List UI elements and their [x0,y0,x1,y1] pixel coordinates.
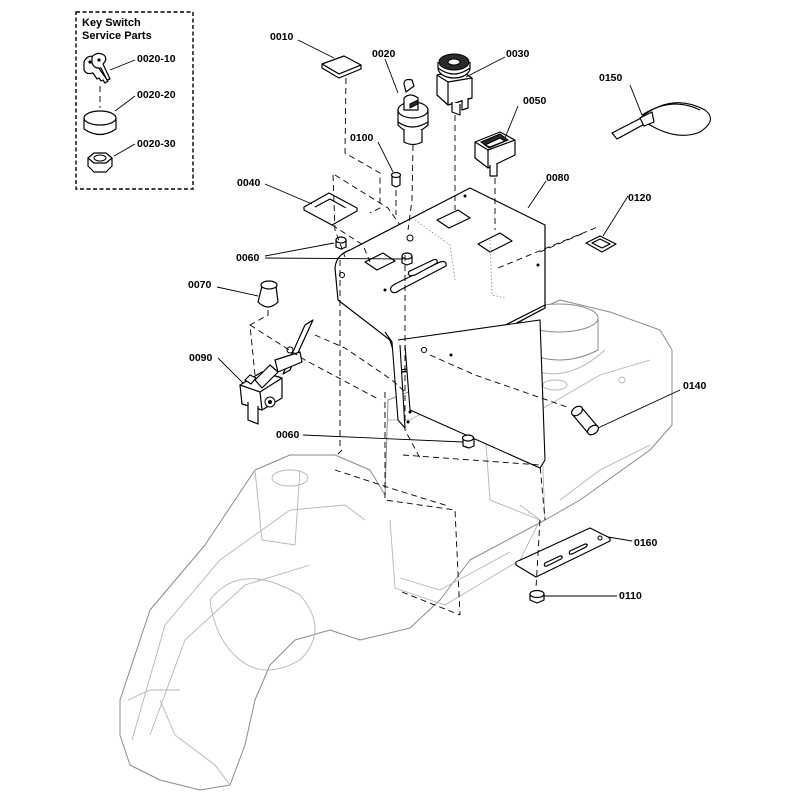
inset-title-line1: Key Switch [82,17,141,29]
keys-icon [83,52,111,84]
callout-0020: 0020 [372,48,396,60]
leader-lines [216,39,681,597]
callout-0060-upper: 0060 [236,252,260,264]
cover-plate-0010 [321,55,362,79]
callout-0120: 0120 [628,192,652,204]
bulb-0140 [570,405,600,436]
ignition-switch-0030 [436,53,473,116]
bracket-0160 [515,527,611,578]
callout-0080: 0080 [546,172,570,184]
callout-0070: 0070 [188,279,212,291]
callout-0100: 0100 [350,132,374,144]
callout-0040: 0040 [237,177,261,189]
nut-0110 [529,589,545,604]
callout-0160: 0160 [634,537,658,549]
callout-0110: 0110 [619,590,642,602]
key-switch-inset: Key Switch Service Parts 0020-10 0020-20… [75,11,194,190]
inset-label-0020-10: 0020-10 [137,53,176,65]
hex-nut-icon [87,152,113,173]
callout-0150: 0150 [599,72,623,84]
callout-0050: 0050 [523,95,547,107]
knob-0070 [257,280,279,308]
rocker-switch-0050 [474,131,516,177]
key-cap-icon [83,110,117,136]
callout-0140: 0140 [683,380,707,392]
callout-0060-lower: 0060 [276,429,300,441]
screw-0100 [390,171,402,188]
key-switch-0020 [397,78,429,146]
callout-labels: 0010 0020 0030 0040 0050 0060 0060 0070 … [188,31,707,602]
cable-tie-0150 [611,102,711,140]
seal-0120 [585,235,617,253]
screw-0060-c [461,434,475,449]
callout-0090: 0090 [189,352,213,364]
inset-label-0020-20: 0020-20 [137,89,176,101]
screw-0060-b [401,252,413,266]
assembly-lines [249,77,601,616]
inset-title-line2: Service Parts [82,30,152,42]
throttle-assembly-0090 [239,319,314,425]
callout-0010: 0010 [270,31,294,43]
gasket-0040 [303,192,358,226]
inset-label-0020-30: 0020-30 [137,138,176,150]
screw-0060-a [335,236,347,250]
callout-0030: 0030 [506,48,530,60]
dash-panel-0080 [334,187,546,469]
